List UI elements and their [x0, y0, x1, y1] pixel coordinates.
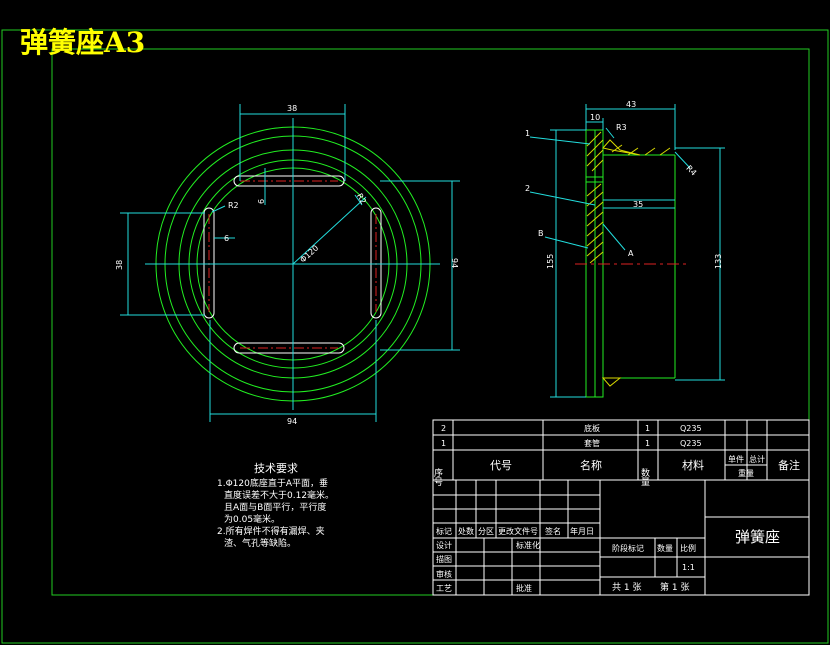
role-review: 审核: [436, 569, 452, 579]
side-dim-35: 35: [633, 200, 643, 209]
side-leader-1: 1: [525, 129, 530, 138]
rev-header-doc: 更改文件号: [498, 526, 538, 536]
rev-header-sign: 签名: [545, 526, 561, 536]
outer-border: [1, 29, 829, 644]
front-view-dimensions: [120, 104, 460, 422]
side-leader-2: 2: [525, 184, 530, 193]
rev-header-mark: 标记: [436, 526, 452, 536]
front-dim-bottom: 94: [287, 417, 297, 426]
notes-line-5: 2.所有焊件不得有漏焊、夹: [217, 525, 325, 537]
bom-row-2-material: Q235: [680, 439, 702, 448]
bom-row-1-qty: 1: [645, 424, 650, 433]
front-dim-6b: 6: [224, 234, 229, 243]
notes-line-2: 直度误差不大于0.12毫米。: [224, 489, 334, 501]
sheet-number: 第 1 张: [660, 581, 689, 593]
inner-frame: [51, 48, 810, 596]
sheet-count: 共 1 张: [612, 582, 641, 593]
bom-header-qty: 数量: [639, 467, 650, 486]
bom-row-2-name: 套管: [584, 438, 600, 448]
bom-header-total: 总计: [749, 454, 765, 464]
role-trace: 描图: [436, 554, 452, 564]
approve-label: 批准: [516, 583, 532, 593]
front-dim-left: 38: [115, 260, 124, 270]
stage-mark-label: 阶段标记: [612, 543, 644, 553]
bom-header-seq: 序号: [432, 467, 443, 487]
drawing-title: 弹簧座A3: [20, 26, 145, 59]
bom-header-unit: 单件: [728, 454, 744, 464]
side-leader-a: A: [628, 249, 634, 258]
notes-line-4: 为0.05毫米。: [224, 513, 280, 525]
std-label: 标准化: [516, 540, 540, 550]
bom-header-material: 材料: [682, 458, 704, 472]
notes-heading: 技术要求: [254, 462, 298, 475]
role-process: 工艺: [436, 584, 452, 593]
side-dim-10: 10: [590, 113, 600, 122]
side-view-hatch: [586, 131, 671, 264]
weight-label: 数量: [657, 543, 673, 553]
side-dim-133: 133: [714, 254, 723, 269]
front-dim-top: 38: [287, 104, 297, 113]
scale-value: 1:1: [682, 563, 695, 572]
front-view: [145, 118, 440, 410]
bom-header-remark: 备注: [778, 458, 800, 472]
side-dim-155: 155: [546, 254, 555, 269]
bom-row-2-seq: 1: [441, 439, 446, 448]
side-dim-r3: R3: [616, 123, 627, 132]
bom-row-1-seq: 2: [441, 424, 446, 433]
rev-header-zone: 分区: [478, 527, 494, 536]
bom-header-weight: 重量: [738, 468, 754, 478]
front-dim-6: 6: [257, 199, 266, 204]
bom-row-1-name: 底板: [584, 423, 600, 433]
bom-row-2-qty: 1: [645, 439, 650, 448]
notes-line-1: 1.Φ120底座直于A平面，垂: [217, 477, 328, 489]
front-dim-right: 94: [450, 258, 459, 268]
rev-header-count: 处数: [458, 526, 474, 536]
side-view-dimensions: [529, 104, 725, 398]
bom-header-code: 代号: [490, 459, 512, 472]
part-name: 弹簧座: [735, 528, 780, 546]
scale-label: 比例: [680, 543, 696, 553]
front-dim-r2-left: R2: [228, 201, 239, 210]
title-block: [432, 419, 810, 596]
bom-row-1-material: Q235: [680, 424, 702, 433]
rev-header-date: 年月日: [570, 526, 594, 536]
role-design: 设计: [436, 540, 452, 550]
side-dim-top: 43: [626, 100, 636, 109]
notes-line-3: 且A面与B面平行，平行度: [224, 501, 326, 513]
side-leader-b: B: [538, 229, 544, 238]
bom-header-name: 名称: [580, 458, 602, 472]
technical-notes: 技术要求 1.Φ120底座直于A平面，垂 直度误差不大于0.12毫米。 且A面与…: [217, 462, 334, 549]
notes-line-6: 渣、气孔等缺陷。: [224, 537, 296, 549]
